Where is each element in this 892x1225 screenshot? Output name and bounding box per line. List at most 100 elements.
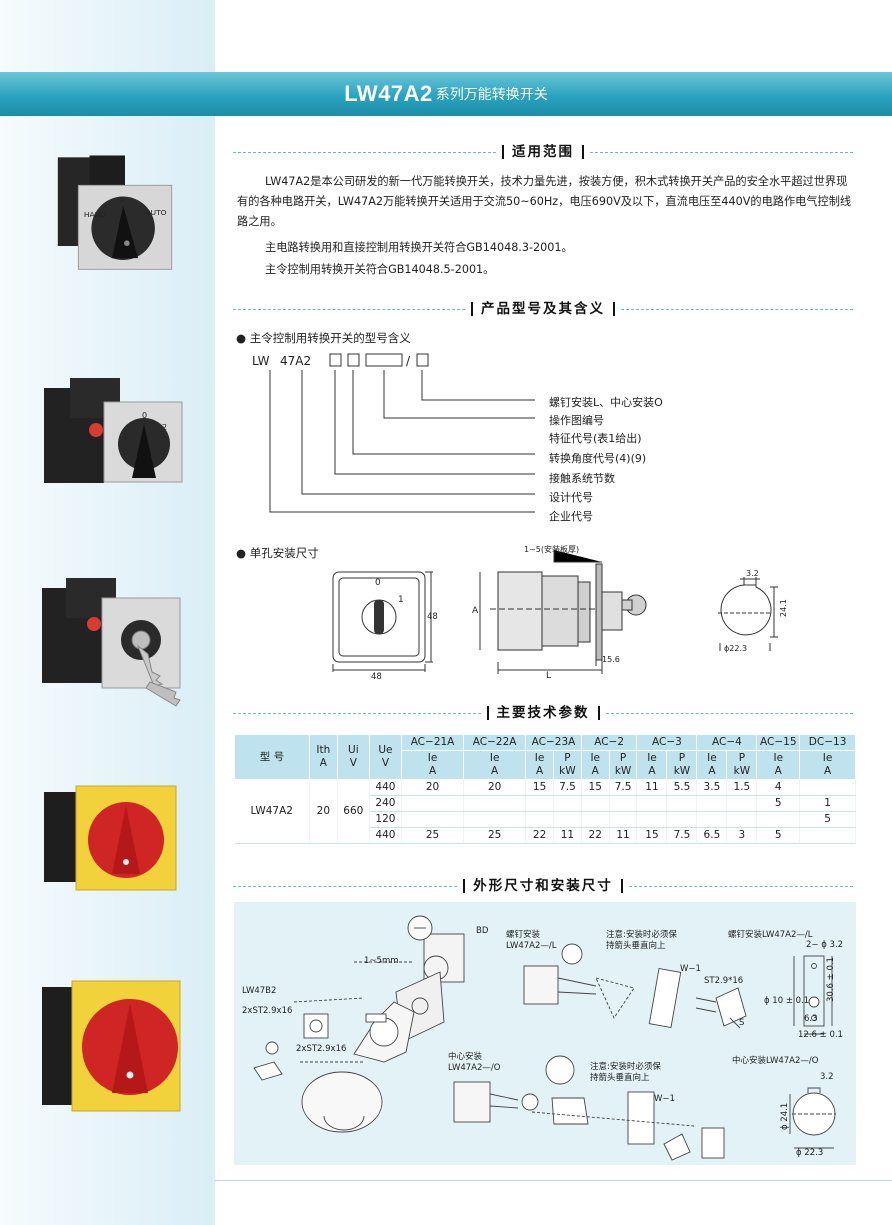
table-row: LW47A2 20 660 440 20 20 15 7.5 15 7.5 11… <box>234 779 856 844</box>
cell: 15 <box>636 827 668 844</box>
install-label-s: S <box>739 1018 745 1028</box>
cell: 7.5 <box>609 779 638 796</box>
model-label-feature-code: 特征代号(表1给出) <box>549 432 642 445</box>
cell: 25 <box>463 827 527 844</box>
th-ac23a: AC−23A <box>525 734 582 751</box>
model-code-slash: / <box>406 354 411 368</box>
front-pos0: 0 <box>375 578 381 588</box>
cell-ue: 440 <box>369 827 402 844</box>
section-title-tech: 主要技术参数 <box>486 706 600 720</box>
front-dim-width: 48 <box>371 672 382 682</box>
section-header-model: 产品型号及其含义 <box>233 299 853 319</box>
single-hole-bullet: ● 单孔安装尺寸 <box>236 546 319 560</box>
install-label-screw-1: 2xST2.9x16 <box>242 1006 293 1016</box>
model-label-mounting: 螺钉安装L、中心安装O <box>549 396 663 409</box>
front-view-drawing: 0 1 48 48 <box>332 571 438 682</box>
model-label-contact-sections: 接触系统节数 <box>549 472 615 485</box>
section-title-scope: 适用范围 <box>502 145 584 159</box>
banner-model: LW47A2 <box>344 81 433 106</box>
side-view-drawing: 1~5(安装板厚) A L 15.6 <box>472 544 647 680</box>
cell <box>726 795 758 812</box>
cell <box>401 811 465 828</box>
cell: 22 <box>525 827 554 844</box>
cell <box>696 811 728 828</box>
installation-drawings <box>253 915 836 1161</box>
cell <box>463 811 527 828</box>
install-label-bd: BD <box>476 926 489 936</box>
cell <box>553 811 582 828</box>
cell: 7.5 <box>553 779 582 796</box>
cell <box>666 811 698 828</box>
cell <box>401 795 465 812</box>
photo-pos0: 0 <box>142 411 147 420</box>
table-row: 240 5 1 <box>235 795 856 812</box>
switch-photo-key <box>42 578 181 707</box>
install-dim-63: 6.3 <box>804 1014 818 1024</box>
side-dim-thickness: 1~5(安装板厚) <box>524 544 579 554</box>
cell <box>463 795 527 812</box>
install-title-center: 中心安装LW47A2—/O <box>732 1056 819 1066</box>
install-dim-2x32: 2− ϕ 3.2 <box>806 940 844 950</box>
table-row: 440 25 25 22 11 22 11 15 7.5 6.5 3 5 <box>235 827 856 844</box>
cell <box>525 811 554 828</box>
cell <box>636 795 668 812</box>
section-header-scope: 适用范围 <box>233 142 853 162</box>
cell <box>726 811 758 828</box>
cell: 4 <box>756 779 801 796</box>
cell: 25 <box>401 827 465 844</box>
model-label-design-code: 设计代号 <box>549 491 593 504</box>
hole-dim-223: ϕ22.3 <box>724 644 747 653</box>
section-header-dimensions: 外形尺寸和安装尺寸 <box>233 876 853 896</box>
install-dim-241: ϕ 24.1 <box>780 1102 790 1130</box>
cell: 20 <box>463 779 527 796</box>
th-ac4: AC−4 <box>696 734 758 751</box>
cell: 5 <box>799 811 856 828</box>
cell <box>799 827 856 844</box>
cell <box>799 779 856 796</box>
install-label-thickness: 1~5mm <box>364 956 399 966</box>
photo-zero-label: 0 <box>119 195 124 204</box>
bottom-divider <box>215 1180 892 1181</box>
table-row: 120 5 <box>235 811 856 828</box>
section-header-tech: 主要技术参数 <box>233 703 853 723</box>
cell <box>609 811 638 828</box>
install-dim-10: ϕ 10 ± 0.1 <box>764 996 810 1006</box>
scope-paragraph-3: 主令控制用转换开关符合GB14048.5-2001。 <box>265 263 495 276</box>
install-dim-306: 30.6 ± 0.1 <box>826 957 836 1002</box>
cell: 5.5 <box>666 779 698 796</box>
cell <box>696 795 728 812</box>
install-dim-32: 3.2 <box>820 1072 834 1082</box>
switch-photo-hand-auto: HAND 0 AUTO <box>57 155 173 270</box>
cell <box>581 795 610 812</box>
th-dc13: DC−13 <box>799 734 856 751</box>
cell <box>756 811 801 828</box>
cell-ui: 660 <box>337 779 370 844</box>
cell <box>581 811 610 828</box>
install-note-2: 注意:安装时必须保 持箭头垂直向上 <box>590 1062 661 1083</box>
cell: 6.5 <box>696 827 728 844</box>
install-label-st29: ST2.9*16 <box>704 976 744 986</box>
install-label-screw-2: 2xST2.9x16 <box>296 1044 347 1054</box>
model-bullet: ● 主令控制用转换开关的型号含义 <box>236 331 411 345</box>
photo-pos2: 2 <box>162 423 167 432</box>
cell: 20 <box>401 779 465 796</box>
side-dim-a: A <box>472 606 479 616</box>
scope-paragraph-2: 主电路转换用和直接控制用转换开关符合GB14048.3-2001。 <box>265 241 573 254</box>
banner-subtitle: 系列万能转换开关 <box>435 87 548 103</box>
th-ac21a: AC−21A <box>400 734 465 751</box>
cell <box>666 795 698 812</box>
cell-ue: 240 <box>369 795 402 812</box>
install-label-lw47b2: LW47B2 <box>242 986 277 996</box>
install-label-center-mount: 中心安装 LW47A2—/O <box>448 1052 501 1073</box>
th-model: 型 号 <box>234 734 310 780</box>
